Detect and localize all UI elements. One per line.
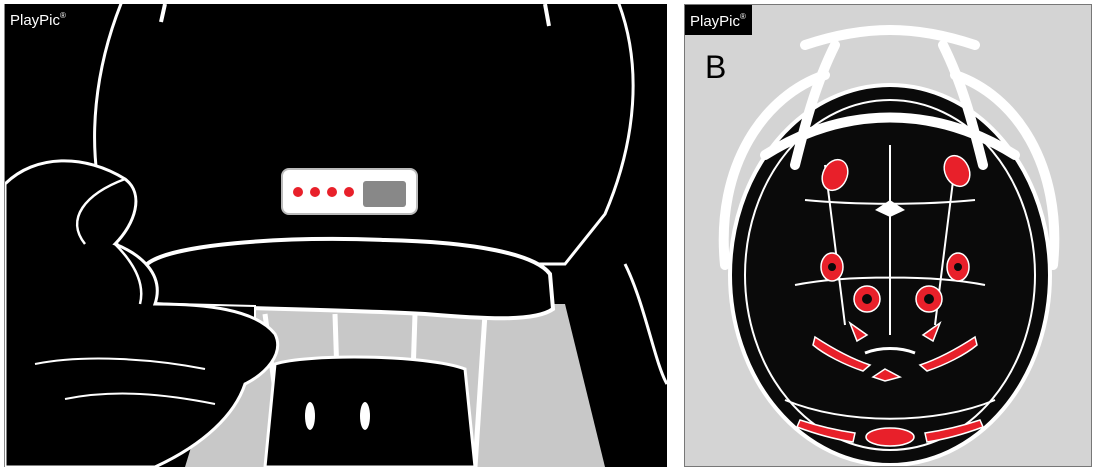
indicator-light: [310, 187, 320, 197]
panel-a: PlayPic® A: [4, 4, 667, 467]
brand-tag: PlayPic®: [685, 5, 752, 35]
panel-label: A: [27, 50, 48, 87]
panel-label: B: [705, 49, 726, 86]
brand-tag: PlayPic®: [5, 4, 72, 34]
brand-name: PlayPic: [690, 13, 740, 30]
indicator-light: [344, 187, 354, 197]
brand-name: PlayPic: [10, 12, 60, 29]
trademark-symbol: ®: [60, 11, 66, 20]
trademark-symbol: ®: [740, 12, 746, 21]
indicator-light: [327, 187, 337, 197]
sensor-display: [363, 181, 406, 207]
helmet-back-sensor-illustration: [5, 4, 667, 467]
panel-b: PlayPic® B: [684, 4, 1092, 467]
indicator-light: [293, 187, 303, 197]
helmet-interior-pads-illustration: [685, 5, 1092, 467]
